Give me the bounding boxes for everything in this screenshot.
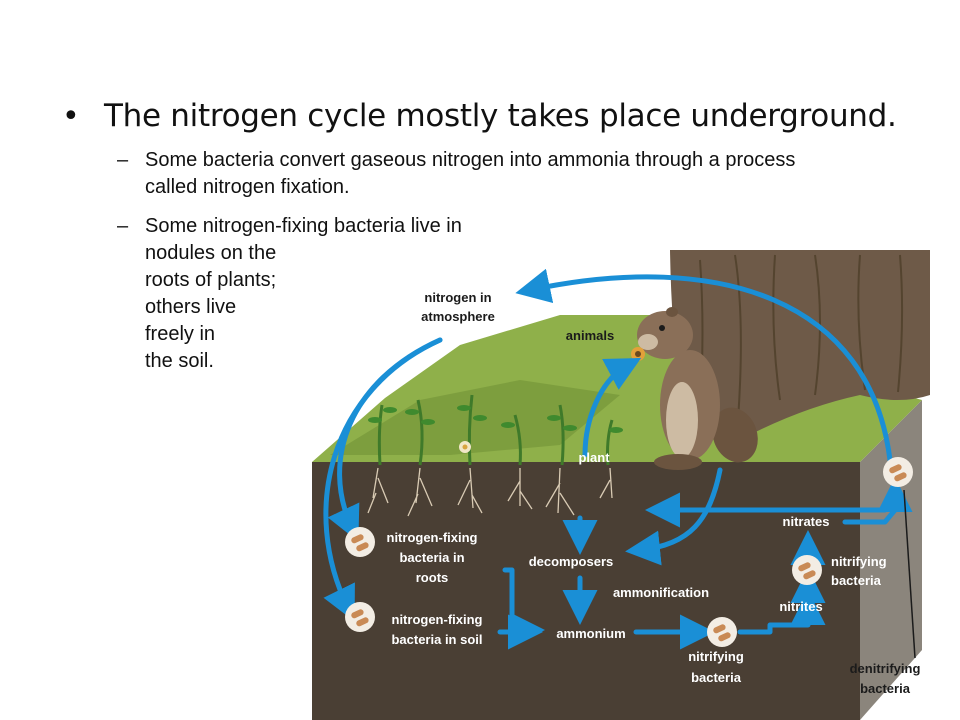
arrow-nitrifying-to-nitrites — [737, 590, 826, 635]
plant-icon — [377, 394, 614, 466]
label-animals: animals — [566, 328, 614, 343]
label-nitrifying-right: nitrifying — [831, 554, 887, 569]
label-nitrifying-bottom: nitrifying — [688, 649, 744, 664]
plant-leaves — [368, 405, 623, 433]
label-nitrogen-fixing-soil: nitrogen-fixing — [392, 612, 483, 627]
flower-icon — [459, 441, 471, 453]
squirrel-icon — [631, 307, 758, 470]
label-nitrogen-fixing-roots: nitrogen-fixing — [387, 530, 478, 545]
plant-roots — [367, 467, 613, 517]
arrow-atmosphere-from-ground — [515, 268, 893, 463]
subpoint-line: Some bacteria convert gaseous nitrogen i… — [145, 149, 796, 171]
tree-trunk-icon — [670, 250, 930, 440]
bacteria-icon — [345, 602, 375, 632]
bullet-dot-icon: • — [62, 99, 80, 134]
subpoint-line: others live — [145, 296, 237, 318]
label-nitrifying-right: bacteria — [831, 573, 882, 588]
label-nitrifying-bottom: bacteria — [691, 670, 742, 685]
label-nitrites: nitrites — [779, 599, 822, 614]
bark-texture — [699, 254, 904, 421]
label-nitrogen-fixing-roots: bacteria in — [399, 550, 464, 565]
subpoint-dash: – — [117, 149, 129, 171]
label-nitrogen-fixing-roots: roots — [416, 570, 449, 585]
subpoint-line: Some nitrogen-fixing bacteria live in — [145, 215, 462, 237]
subpoint-line: called nitrogen fixation. — [145, 176, 350, 198]
arrow-atmosphere-to-soil — [323, 337, 443, 622]
bacteria-icon — [707, 617, 737, 647]
label-denitrifying: bacteria — [860, 681, 911, 696]
label-nitrogen-in-atmosphere: nitrogen in — [424, 290, 491, 305]
label-ammonification: ammonification — [613, 585, 709, 600]
label-decomposers: decomposers — [529, 554, 614, 569]
label-denitrifying: denitrifying — [850, 661, 921, 676]
bacteria-icon — [883, 457, 913, 487]
arrow-nitrates-to-denitrifying — [842, 477, 913, 525]
subpoint-line: nodules on the — [145, 242, 277, 264]
subpoint-line: roots of plants; — [145, 269, 277, 291]
arrow-animal-to-decomposers — [625, 467, 723, 566]
label-nitrogen-fixing-soil: bacteria in soil — [391, 632, 482, 647]
arrow-to-animals — [582, 357, 642, 458]
subpoint-line: freely in — [145, 323, 216, 345]
soil-front-face — [312, 462, 860, 720]
subpoint-line: the soil. — [145, 350, 214, 372]
label-ammonium: ammonium — [556, 626, 625, 641]
subpoint-dash: – — [117, 215, 129, 237]
denitrifying-pointer — [903, 489, 916, 659]
main-bullet: • The nitrogen cycle mostly takes place … — [62, 98, 952, 134]
label-nitrogen-in-atmosphere: atmosphere — [421, 309, 495, 324]
label-plant: plant — [578, 450, 610, 465]
bacteria-icon — [345, 527, 375, 557]
main-bullet-text: The nitrogen cycle mostly takes place un… — [104, 98, 897, 134]
subpoint-nitrogen-fixation: – Some bacteria convert gaseous nitrogen… — [117, 147, 945, 201]
bacteria-icon — [792, 555, 822, 585]
label-nitrates: nitrates — [783, 514, 830, 529]
subpoint-nitrogen-fixing-bacteria: – Some nitrogen-fixing bacteria live in … — [117, 213, 545, 375]
